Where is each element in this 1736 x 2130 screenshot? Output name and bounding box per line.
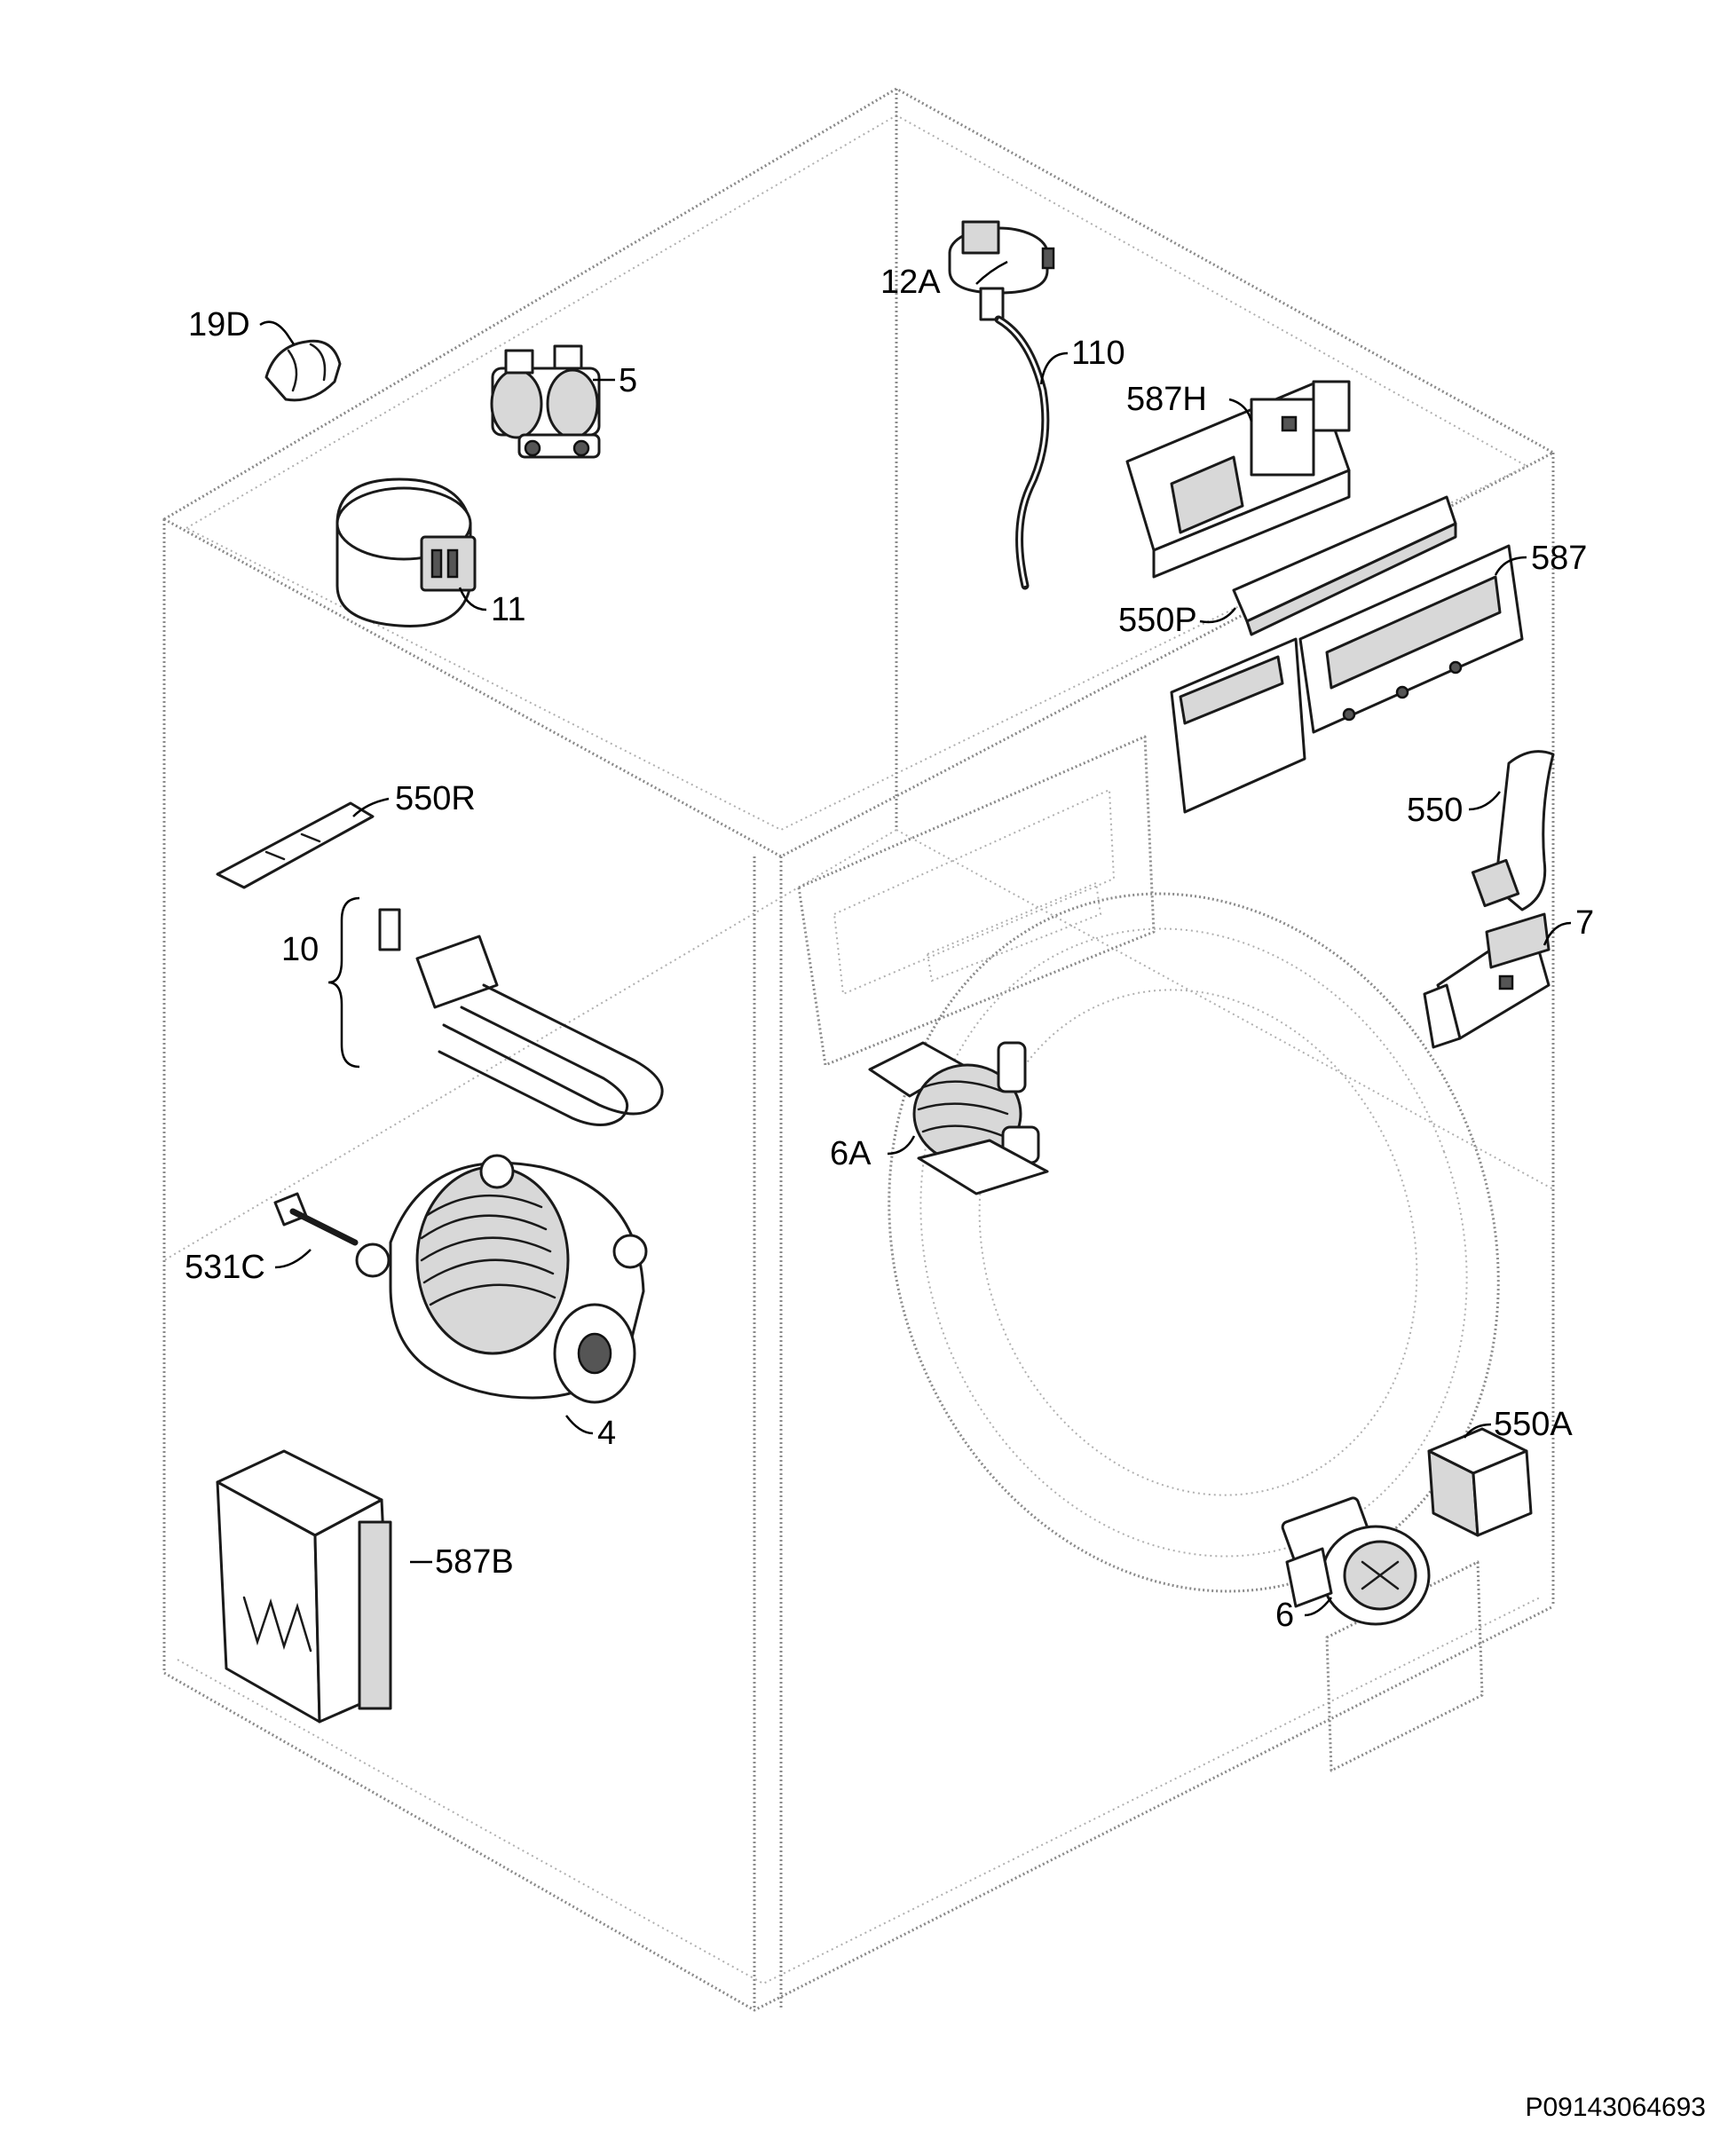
part-6-drain-pump[interactable] (1281, 1496, 1431, 1626)
part-110-hose[interactable] (994, 315, 1050, 590)
washer-cabinet (162, 87, 1555, 2012)
part-10-heating-element[interactable] (378, 908, 664, 1126)
part-550A-cover[interactable] (1427, 1427, 1533, 1537)
label-110: 110 (1071, 335, 1125, 372)
label-5: 5 (619, 362, 637, 399)
part-550R-bracket[interactable] (216, 801, 375, 889)
diagram-code: P09143064693 (1525, 2093, 1706, 2122)
part-550-lever[interactable] (1471, 750, 1555, 911)
leader-lines (259, 260, 1572, 1617)
label-6A: 6A (830, 1135, 872, 1172)
cabinet-bottom (163, 1605, 1554, 2012)
part-587B-power-module[interactable] (216, 1449, 392, 1724)
label-19D: 19D (188, 306, 250, 343)
part-531C-screw[interactable] (273, 1192, 359, 1246)
label-587H: 587H (1126, 381, 1207, 418)
door-porthole (888, 892, 1500, 1593)
detergent-drawer-outline (797, 735, 1156, 1067)
part-4-motor[interactable] (355, 1154, 648, 1404)
label-10: 10 (281, 931, 319, 968)
label-7: 7 (1575, 904, 1594, 942)
part-587-display-board[interactable] (1170, 544, 1524, 814)
part-11-suppressor[interactable] (335, 477, 477, 627)
label-11: 11 (491, 591, 525, 628)
part-587H-control-board[interactable] (1125, 380, 1351, 579)
label-4: 4 (597, 1415, 616, 1452)
label-6: 6 (1275, 1597, 1294, 1634)
part-19D-clip[interactable] (264, 339, 342, 402)
part-5-inlet-valve[interactable] (490, 344, 601, 459)
part-550P-trim[interactable] (1232, 495, 1457, 636)
label-550P: 550P (1118, 602, 1197, 639)
label-531C: 531C (185, 1249, 265, 1286)
part-12A-pressure-switch[interactable] (948, 220, 1055, 321)
label-550A: 550A (1494, 1406, 1573, 1443)
label-587: 587 (1531, 540, 1587, 577)
part-labels: 19D 5 11 12A 110 587H 587 550P 550R 550 … (185, 264, 1706, 2122)
label-550: 550 (1407, 792, 1463, 829)
label-12A: 12A (880, 264, 941, 301)
label-550R: 550R (395, 780, 476, 817)
part-7-door-interlock[interactable] (1423, 912, 1551, 1049)
label-587B: 587B (435, 1543, 514, 1581)
part-6A-pump[interactable] (868, 1041, 1049, 1195)
